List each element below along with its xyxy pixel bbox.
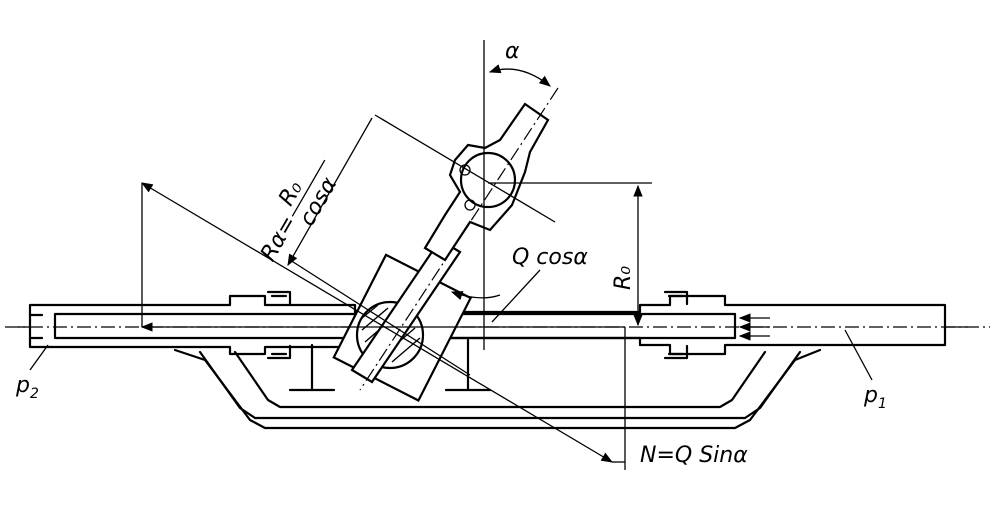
construction-lines xyxy=(29,40,873,470)
label-p1: p xyxy=(863,383,878,408)
lever xyxy=(350,87,559,391)
svg-text:Rα=: Rα= xyxy=(256,211,302,265)
label-p2: p xyxy=(15,373,30,398)
label-r-zero: R₀ xyxy=(611,266,636,290)
label-alpha: α xyxy=(505,39,520,64)
label-r-alpha: Rα= R₀ cosα xyxy=(256,159,343,266)
housing xyxy=(28,290,947,360)
label-p2-sub: 2 xyxy=(30,386,39,402)
label-n-force: N=Q Sinα xyxy=(640,443,748,468)
label-q-cos: Q cosα xyxy=(512,245,588,270)
label-p1-sub: 1 xyxy=(878,396,887,412)
